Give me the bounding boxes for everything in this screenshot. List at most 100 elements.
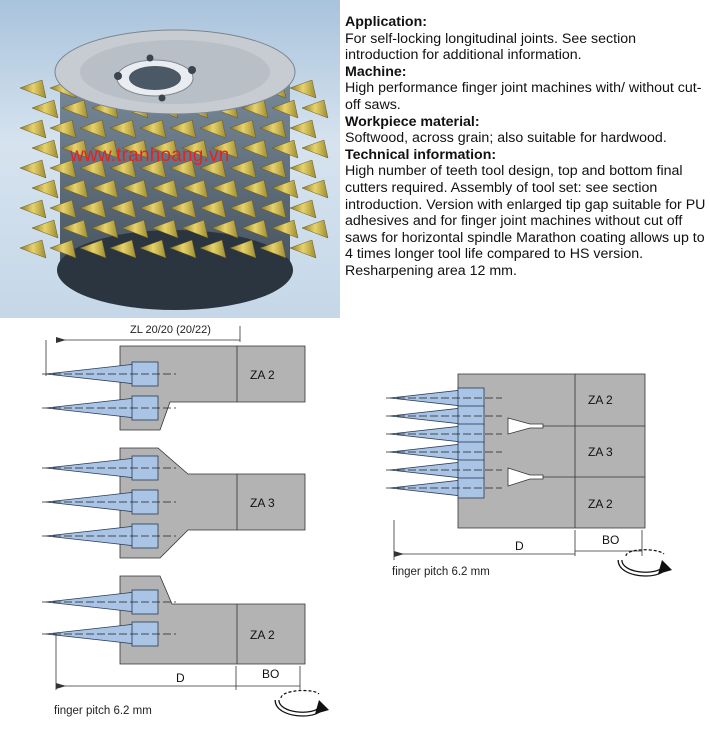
cutter-tooth [31,139,59,159]
right-finger-pitch-caption: finger pitch 6.2 mm [392,566,490,578]
cutter-tooth [241,219,269,239]
cutter-tooth [229,159,257,179]
dimension-bo-label: BO [262,667,279,681]
cutter-tooth [61,99,89,119]
finger-pitch-caption: finger pitch 6.2 mm [54,705,152,717]
teeth-layers [19,79,329,259]
cutter-tooth [79,199,107,219]
cutter-tooth [49,239,77,259]
cutter-tooth [199,119,227,139]
cutter-tooth [19,239,47,259]
cutter-tooth [271,179,299,199]
right-segment-label-top: ZA 2 [588,393,613,407]
technical-heading: Technical information: [345,146,497,163]
cutter-tooth [31,219,59,239]
right-segment-label-bottom: ZA 2 [588,497,613,511]
cutter-tooth [271,139,299,159]
cutter-tooth [301,219,329,239]
cutter-tooth [139,159,167,179]
segment-label-bottom: ZA 2 [250,628,275,642]
cutter-tooth [61,219,89,239]
cutter-tooth [301,179,329,199]
right-segment-label-middle: ZA 3 [588,445,613,459]
cutter-tooth [91,219,119,239]
cutter-tooth [259,159,287,179]
cutter-tooth [199,159,227,179]
cutter-tooth [121,139,149,159]
cutter-tooth [151,219,179,239]
cutter-tooth [31,179,59,199]
finger-tooth [386,459,502,481]
application-text: For self-locking longitudinal joints. Se… [345,30,636,64]
cutter-tooth [241,139,269,159]
cutter-tooth [31,99,59,119]
cutter-tooth [19,119,47,139]
cutter-tooth [289,199,317,219]
cutter-tooth [259,199,287,219]
cutter-tooth [109,239,137,259]
finger-tooth [42,489,176,515]
finger-tooth [42,523,176,549]
left-tool-diagram: ZL 20/20 (20/22) ZA 2 ZA 3 ZA 2 D BO fin… [42,324,329,717]
cutter-tooth [91,139,119,159]
segment-label-middle: ZA 3 [250,496,275,510]
cutter-tooth [151,139,179,159]
cutter-tooth [91,179,119,199]
dimension-zl-label: ZL 20/20 (20/22) [130,324,211,336]
left-teeth-group [42,361,176,647]
cutter-tooth [61,139,89,159]
finger-tooth [42,621,176,647]
cutter-tooth [19,199,47,219]
cutter-tooth [199,239,227,259]
cutter-tooth [229,239,257,259]
cutter-tooth [79,239,107,259]
segment-label-top: ZA 2 [250,368,275,382]
cutter-tooth [19,79,47,99]
finger-tooth [386,477,502,499]
cutter-tooth [151,179,179,199]
watermark-text: www.tranhoang.vn [70,145,230,166]
cutter-tooth [109,159,137,179]
cutter-tooth [229,119,257,139]
cutter-tooth [271,99,299,119]
cutter-tooth [301,139,329,159]
product-photo: www.tranhoang.vn [0,0,340,318]
cutter-tooth [169,199,197,219]
application-heading: Application: [345,14,427,30]
cutter-tooth [211,139,239,159]
technical-text: High number of teeth tool design, top an… [345,163,706,279]
finger-tooth [386,405,502,427]
right-dimension-d-label: D [515,539,524,553]
finger-tooth [42,589,176,615]
cutter-tooth [289,119,317,139]
cutter-tooth [139,199,167,219]
cutter-tooth [79,159,107,179]
cutter-illustration [19,29,329,310]
product-description: Application: For self-locking longitudin… [345,14,710,280]
cutter-tooth [229,199,257,219]
cutter-tooth [181,219,209,239]
rotation-arrow-icon [274,689,329,717]
finger-tooth [386,423,502,445]
cutter-tooth [181,139,209,159]
cutter-tooth [289,159,317,179]
cutter-tooth [181,179,209,199]
cutter-tooth [49,199,77,219]
cutter-tooth [139,119,167,139]
cutter-tooth [259,239,287,259]
cutter-tooth [211,219,239,239]
cutter-tooth [259,119,287,139]
cutter-tooth [169,119,197,139]
cutter-tooth [121,219,149,239]
dimension-d-label: D [176,671,185,685]
cutter-tooth [271,219,299,239]
cutter-tooth [109,199,137,219]
cutter-tooth [49,119,77,139]
cutter-tooth [169,159,197,179]
cutter-tooth [199,199,227,219]
cutter-tooth [49,159,77,179]
cutter-tooth [241,179,269,199]
cutter-tooth [211,179,239,199]
cutter-tooth [121,179,149,199]
cutter-tooth [139,239,167,259]
